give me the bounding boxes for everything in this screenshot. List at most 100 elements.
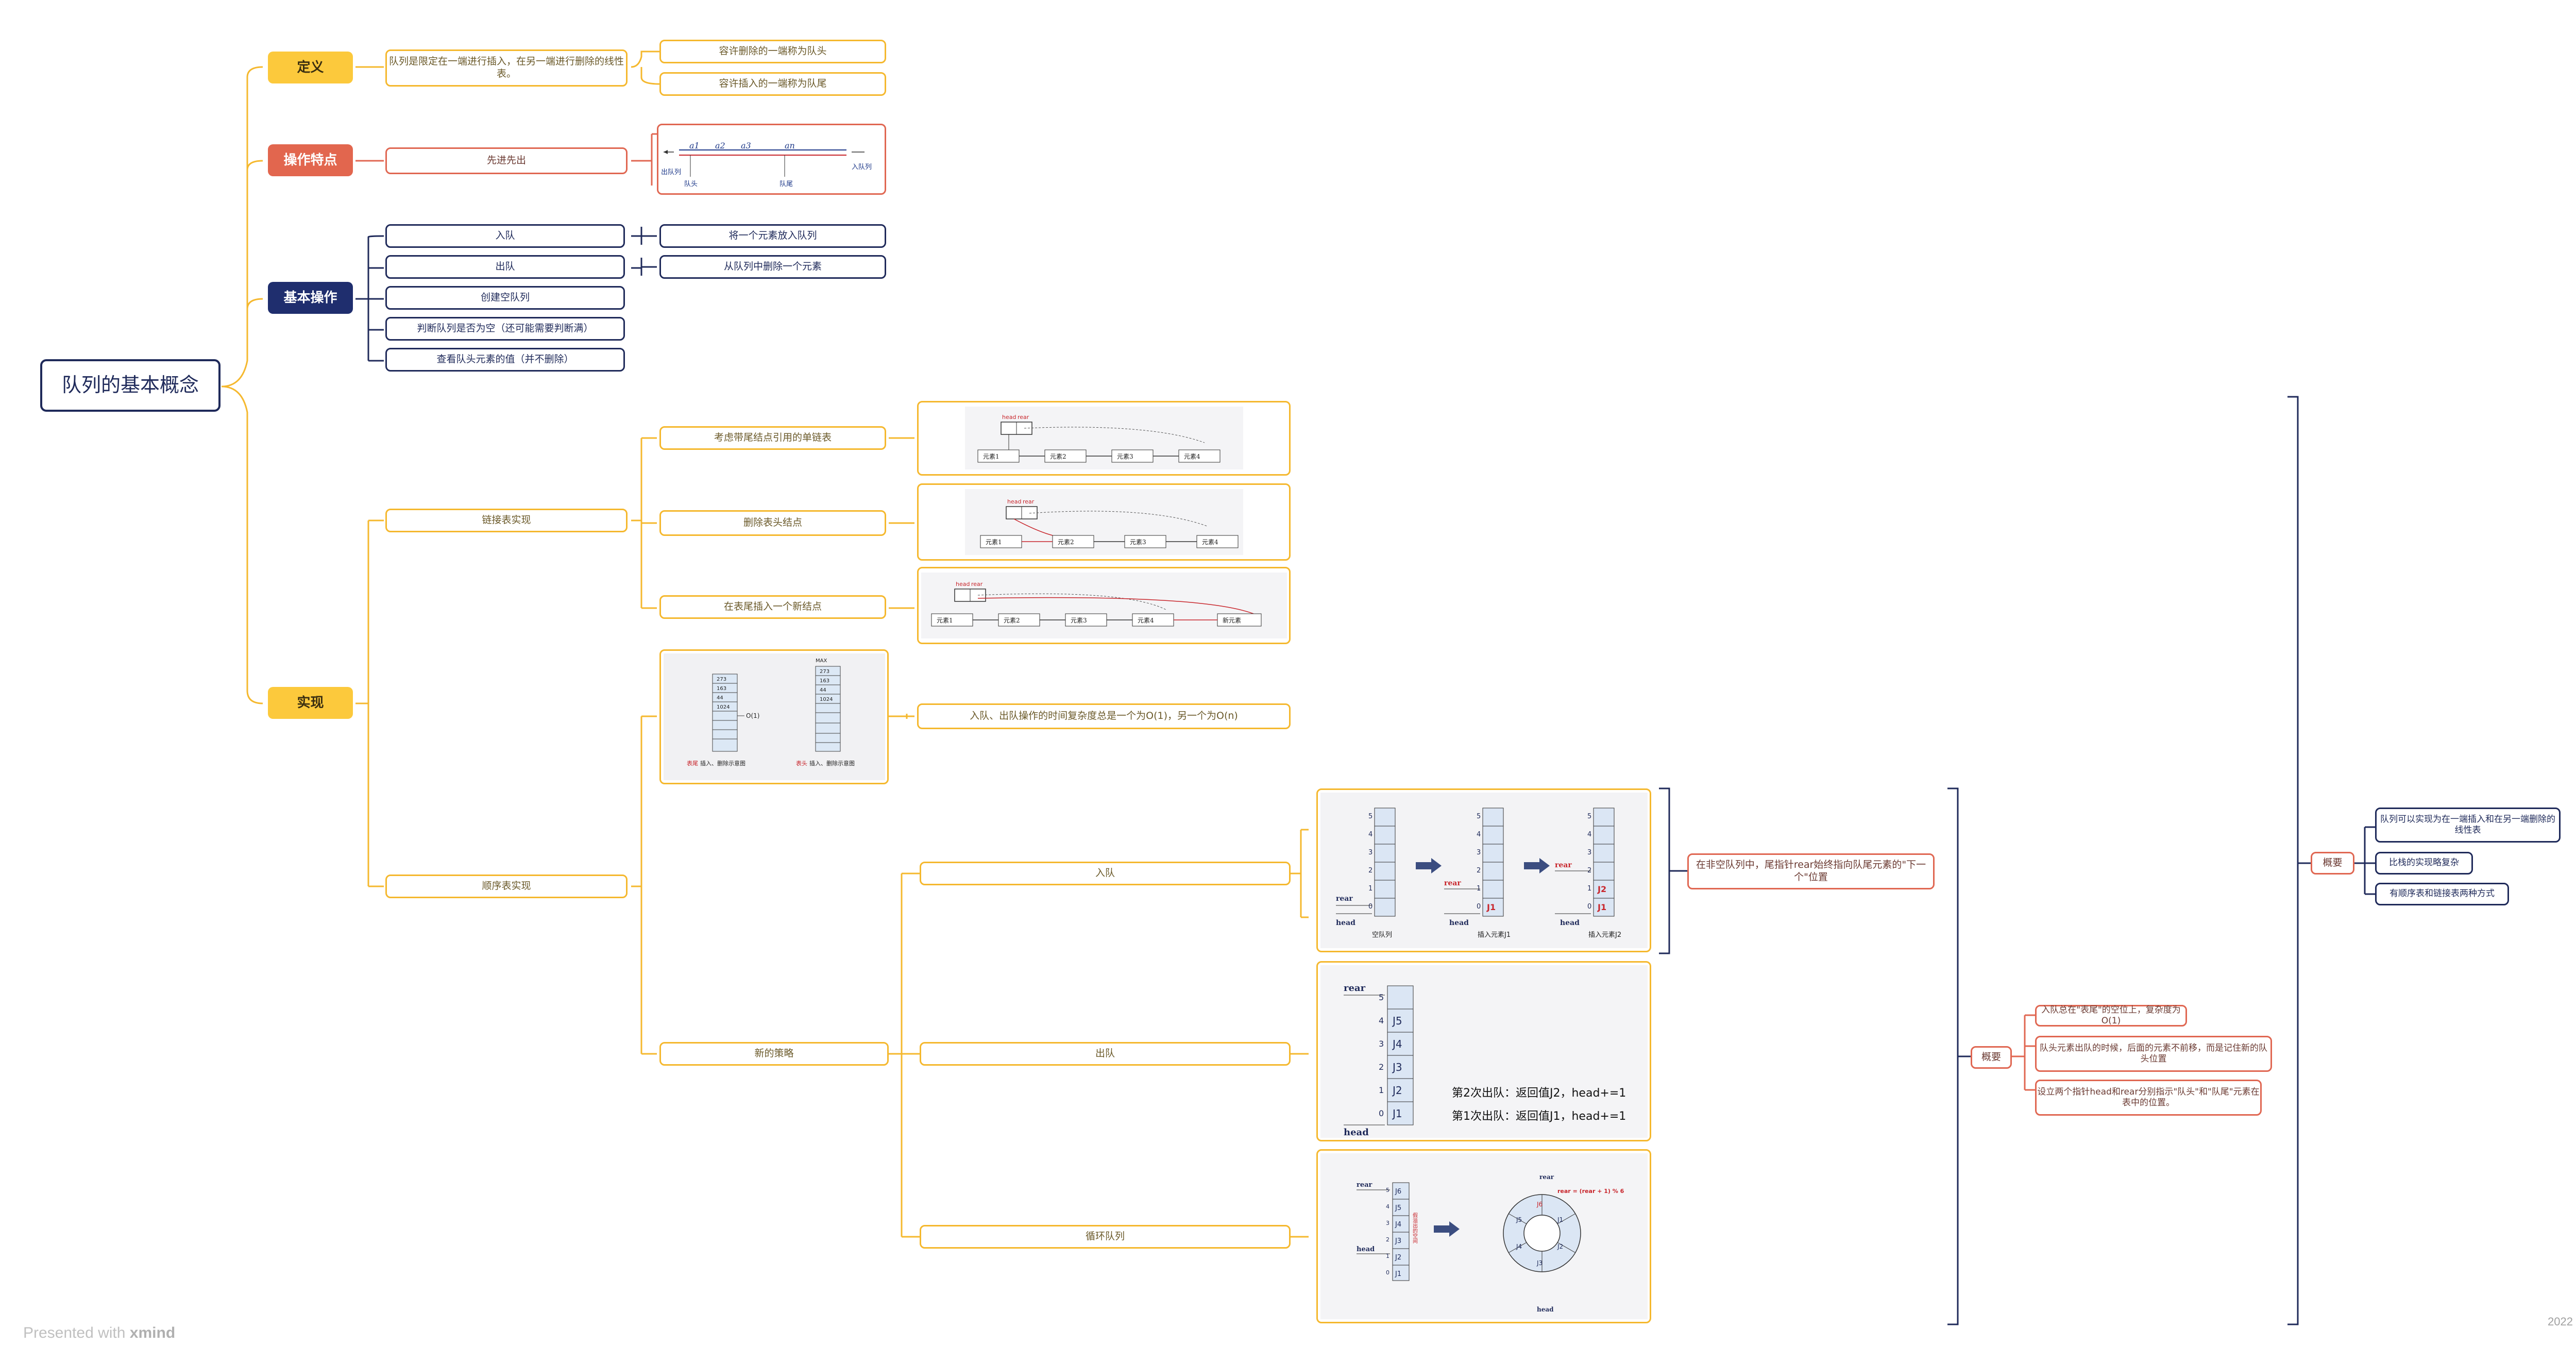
tag-basic-ops[interactable]: 基本操作 bbox=[268, 282, 353, 314]
sequential-diagram: 273 163 44 1024 O(1) 表尾 插入、删除示意图 MAX 273… bbox=[659, 649, 889, 784]
svg-text:J4: J4 bbox=[1392, 1038, 1402, 1050]
svg-text:插入、删除示意图: 插入、删除示意图 bbox=[809, 760, 855, 767]
new-strategy[interactable]: 新的策略 bbox=[659, 1042, 889, 1066]
definition-detail-head[interactable]: 容许删除的一端称为队头 bbox=[659, 40, 886, 63]
op-dequeue[interactable]: 出队 bbox=[385, 255, 625, 279]
svg-text:1: 1 bbox=[1386, 1253, 1389, 1259]
linked-impl[interactable]: 链接表实现 bbox=[385, 509, 628, 532]
fifo-tail-label: 队尾 bbox=[779, 180, 793, 188]
svg-text:元素3: 元素3 bbox=[1071, 617, 1087, 624]
linked-item-delete-head[interactable]: 删除表头结点 bbox=[659, 510, 886, 536]
footer-date: 2022 / 10 / 27 bbox=[2548, 1315, 2576, 1328]
svg-text:0: 0 bbox=[1379, 1108, 1384, 1118]
fifo-item-a3: a3 bbox=[741, 141, 751, 150]
svg-text:0: 0 bbox=[1386, 1269, 1389, 1276]
svg-text:元素1: 元素1 bbox=[937, 617, 953, 624]
svg-text:5: 5 bbox=[1477, 813, 1481, 820]
strategy-enqueue[interactable]: 入队 bbox=[920, 862, 1291, 885]
fifo-item-a1: a1 bbox=[689, 141, 700, 150]
svg-text:3: 3 bbox=[1379, 1039, 1384, 1049]
strategy-dequeue[interactable]: 出队 bbox=[920, 1042, 1291, 1066]
root-topic[interactable]: 队列的基本概念 bbox=[40, 359, 221, 412]
overall-summary[interactable]: 概要 bbox=[2311, 852, 2354, 875]
svg-text:163: 163 bbox=[820, 678, 829, 684]
connector-root-definition bbox=[221, 66, 263, 388]
definition-detail-tail[interactable]: 容许插入的一端称为队尾 bbox=[659, 72, 886, 96]
definition-text[interactable]: 队列是限定在一端进行插入，在另一端进行删除的线性表。 bbox=[385, 49, 628, 87]
sequential-impl[interactable]: 顺序表实现 bbox=[385, 875, 628, 898]
dequeue-diagram: rear 5 4 3 2 1 0 J5 J4 J3 J2 J1 head 第2次… bbox=[1316, 961, 1651, 1141]
svg-text:2: 2 bbox=[1386, 1236, 1389, 1243]
sequential-complexity[interactable]: 入队、出队操作的时间复杂度总是一个为O(1)，另一个为O(n) bbox=[917, 703, 1291, 729]
svg-text:head: head bbox=[1357, 1246, 1375, 1253]
op-enqueue[interactable]: 入队 bbox=[385, 224, 625, 248]
svg-text:rear: rear bbox=[971, 581, 983, 587]
op-enqueue-desc[interactable]: 将一个元素放入队列 bbox=[659, 224, 886, 248]
circular-formula: rear = (rear + 1) % 6 bbox=[1557, 1188, 1624, 1195]
svg-text:3: 3 bbox=[1477, 849, 1481, 856]
op-create[interactable]: 创建空队列 bbox=[385, 286, 625, 310]
overall-summary-item-2[interactable]: 比栈的实现略复杂 bbox=[2375, 852, 2473, 875]
fifo-out-label: 出队列 bbox=[661, 169, 681, 176]
svg-text:插入、删除示意图: 插入、删除示意图 bbox=[700, 760, 745, 767]
op-is-empty[interactable]: 判断队列是否为空（还可能需要判断满） bbox=[385, 317, 625, 341]
feature-text[interactable]: 先进先出 bbox=[385, 147, 628, 174]
linked-item-tail-ref[interactable]: 考虑带尾结点引用的单链表 bbox=[659, 426, 886, 450]
strategy-summary-item-2[interactable]: 队头元素出队的时候，后面的元素不前移，而是记住新的队头位置 bbox=[2035, 1036, 2272, 1072]
svg-text:rear: rear bbox=[1539, 1173, 1554, 1181]
tag-impl[interactable]: 实现 bbox=[268, 687, 353, 719]
svg-text:rear: rear bbox=[1444, 879, 1461, 887]
enqueue-caption-j1: 插入元素J1 bbox=[1478, 931, 1511, 939]
svg-text:元素1: 元素1 bbox=[986, 539, 1002, 546]
svg-text:rear: rear bbox=[1023, 498, 1035, 505]
svg-text:4: 4 bbox=[1386, 1203, 1389, 1210]
svg-text:4: 4 bbox=[1368, 831, 1372, 838]
svg-text:44: 44 bbox=[820, 687, 826, 693]
svg-text:元素4: 元素4 bbox=[1138, 617, 1154, 624]
svg-text:J5: J5 bbox=[1392, 1015, 1402, 1027]
svg-text:5: 5 bbox=[1379, 993, 1384, 1002]
svg-text:5: 5 bbox=[1587, 813, 1591, 820]
linked-item-append-tail[interactable]: 在表尾插入一个新结点 bbox=[659, 595, 886, 619]
svg-text:元素2: 元素2 bbox=[1004, 617, 1020, 624]
svg-text:head: head bbox=[1344, 1127, 1369, 1138]
op-peek[interactable]: 查看队头元素的值（并不删除） bbox=[385, 348, 625, 372]
svg-text:J4: J4 bbox=[1516, 1243, 1522, 1250]
svg-text:4: 4 bbox=[1477, 831, 1481, 838]
tag-definition[interactable]: 定义 bbox=[268, 52, 353, 83]
svg-text:J6: J6 bbox=[1536, 1201, 1543, 1208]
strategy-summary[interactable]: 概要 bbox=[1971, 1046, 2012, 1069]
strategy-summary-item-1[interactable]: 入队总在"表尾"的空位上，复杂度为O(1) bbox=[2035, 1005, 2187, 1027]
svg-text:2: 2 bbox=[1379, 1062, 1384, 1072]
fifo-head-label: 队头 bbox=[684, 180, 698, 188]
strategy-circular[interactable]: 循环队列 bbox=[920, 1225, 1291, 1249]
circular-diagram: rear head 5 4 3 2 1 0 J6 J5 J4 J3 J2 J1 bbox=[1316, 1149, 1651, 1323]
svg-text:1: 1 bbox=[1368, 885, 1372, 893]
svg-text:4: 4 bbox=[1379, 1016, 1384, 1025]
tag-feature[interactable]: 操作特点 bbox=[268, 144, 353, 176]
svg-text:rear: rear bbox=[1357, 1181, 1372, 1189]
linked-diagram-2: head rear 元素1 元素2 元素3 元素4 bbox=[917, 483, 1291, 561]
svg-text:J1: J1 bbox=[1486, 902, 1496, 912]
xmind-logo: xmind bbox=[129, 1324, 176, 1341]
dequeue-line-2: 第2次出队：返回值J2，head+=1 bbox=[1452, 1087, 1626, 1100]
enqueue-caption-j2: 插入元素J2 bbox=[1588, 931, 1621, 939]
fifo-diagram: a1 a2 a3 an 出队列 入队列 队头 队尾 bbox=[657, 124, 886, 195]
svg-text:元素2: 元素2 bbox=[1050, 453, 1066, 460]
svg-text:head: head bbox=[1449, 919, 1469, 927]
enqueue-caption-empty: 空队列 bbox=[1372, 931, 1392, 939]
svg-text:元素2: 元素2 bbox=[1058, 539, 1074, 546]
svg-text:rear: rear bbox=[1344, 983, 1366, 994]
enqueue-note[interactable]: 在非空队列中，尾指针rear始终指向队尾元素的"下一个"位置 bbox=[1687, 853, 1935, 889]
fifo-item-a2: a2 bbox=[715, 141, 725, 150]
footer-presented: Presented with xmind bbox=[23, 1324, 175, 1342]
svg-text:4: 4 bbox=[1587, 831, 1591, 838]
svg-text:head: head bbox=[1537, 1306, 1554, 1313]
svg-text:J1: J1 bbox=[1597, 902, 1606, 912]
strategy-summary-item-3[interactable]: 设立两个指针head和rear分别指示"队头"和"队尾"元素在表中的位置。 bbox=[2035, 1080, 2262, 1116]
overall-summary-item-1[interactable]: 队列可以实现为在一端插入和在另一端删除的线性表 bbox=[2375, 808, 2561, 843]
linked-diagram-3: head rear 元素1 元素2 元素3 元素4 新元素 bbox=[917, 567, 1291, 644]
op-dequeue-desc[interactable]: 从队列中删除一个元素 bbox=[659, 255, 886, 279]
overall-summary-item-3[interactable]: 有顺序表和链接表两种方式 bbox=[2375, 883, 2509, 905]
